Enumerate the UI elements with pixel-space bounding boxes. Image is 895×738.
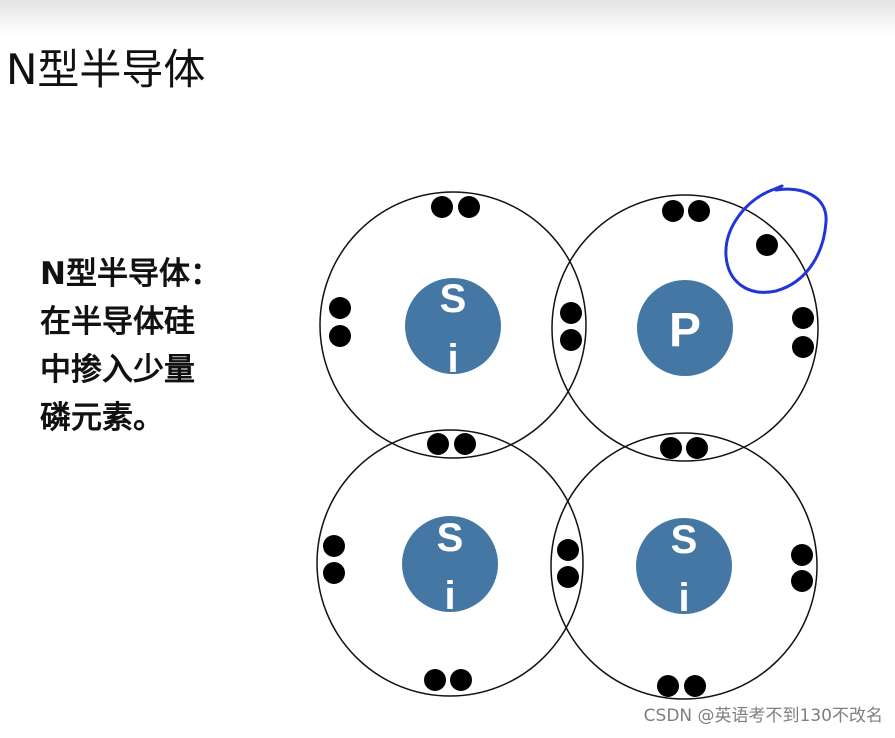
- electron: [431, 196, 453, 218]
- electron: [684, 675, 706, 697]
- electron: [756, 234, 778, 256]
- nucleus-label-bottom-left-2: i: [444, 574, 455, 618]
- electron: [323, 535, 345, 557]
- electron: [427, 433, 449, 455]
- electron: [323, 562, 345, 584]
- electron: [329, 325, 351, 347]
- description-line-4: 磷元素。: [40, 400, 164, 436]
- shell-top-left: [319, 191, 587, 459]
- electron: [557, 566, 579, 588]
- electron: [458, 196, 480, 218]
- description-line-1: N型半导体：: [40, 256, 221, 292]
- electron: [686, 437, 708, 459]
- electron: [792, 307, 814, 329]
- electron: [791, 570, 813, 592]
- shell-top-right: [551, 194, 819, 462]
- nucleus-top-left: S i: [405, 277, 501, 381]
- electron: [662, 200, 684, 222]
- nucleus-top-right: P: [637, 280, 733, 376]
- electron: [557, 539, 579, 561]
- electron: [792, 336, 814, 358]
- nucleus-label-bottom-right-2: i: [678, 576, 689, 620]
- window-top-shade: [0, 0, 895, 36]
- nucleus-label-top-left-2: i: [447, 337, 458, 381]
- electron: [329, 297, 351, 319]
- nucleus-label-bottom-right-1: S: [671, 518, 698, 562]
- electron: [791, 544, 813, 566]
- electron: [560, 302, 582, 324]
- description-text: N型半导体： 在半导体硅 中掺入少量 磷元素。: [40, 250, 260, 442]
- nucleus-bottom-left: S i: [402, 516, 498, 618]
- nucleus-bottom-right: S i: [636, 518, 732, 620]
- nucleus-label-top-left-1: S: [440, 277, 467, 321]
- electron: [688, 200, 710, 222]
- description-line-3: 中掺入少量: [40, 352, 195, 388]
- electron: [560, 329, 582, 351]
- shell-bottom-right: [550, 432, 818, 700]
- description-line-2: 在半导体硅: [40, 304, 195, 340]
- electron: [450, 669, 472, 691]
- electron: [657, 675, 679, 697]
- slide-title: N型半导体: [6, 45, 206, 94]
- nucleus-label-bottom-left-1: S: [437, 516, 464, 560]
- watermark: CSDN @英语考不到130不改名: [643, 706, 883, 726]
- electron: [660, 437, 682, 459]
- electron: [454, 433, 476, 455]
- free-electron-highlight: [724, 184, 828, 294]
- electron: [424, 669, 446, 691]
- nucleus-label-top-right-1: P: [669, 304, 701, 357]
- shell-bottom-left: [316, 429, 584, 697]
- electrons: [323, 196, 814, 697]
